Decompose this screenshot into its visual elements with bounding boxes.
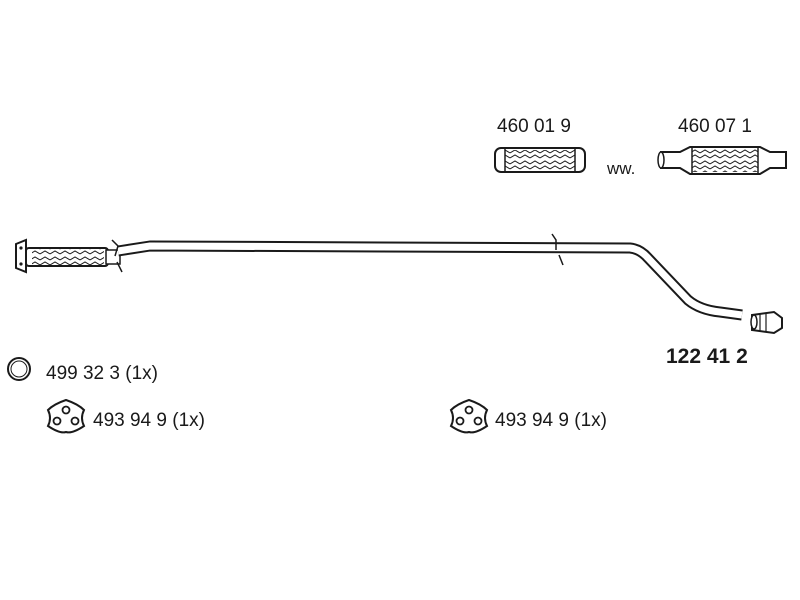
end-sleeve (750, 310, 783, 335)
part-code-122412: 122 41 2 (666, 345, 748, 368)
hanger-left-label: 493 94 9 (1x) (93, 410, 205, 431)
flex-connector-460071 (657, 146, 787, 175)
part-code-460071: 460 07 1 (678, 116, 752, 137)
ring-gasket-icon (7, 357, 31, 381)
rubber-hanger-icon (46, 398, 86, 434)
rubber-hanger-icon (449, 398, 489, 434)
ring-gasket-label: 499 32 3 (1x) (46, 363, 158, 384)
part-code-460019: 460 01 9 (497, 116, 571, 137)
alternative-separator: ww. (607, 159, 636, 178)
flex-connector-460019 (494, 147, 586, 173)
main-pipe-122412 (15, 233, 783, 335)
hanger-right-label: 493 94 9 (1x) (495, 410, 607, 431)
